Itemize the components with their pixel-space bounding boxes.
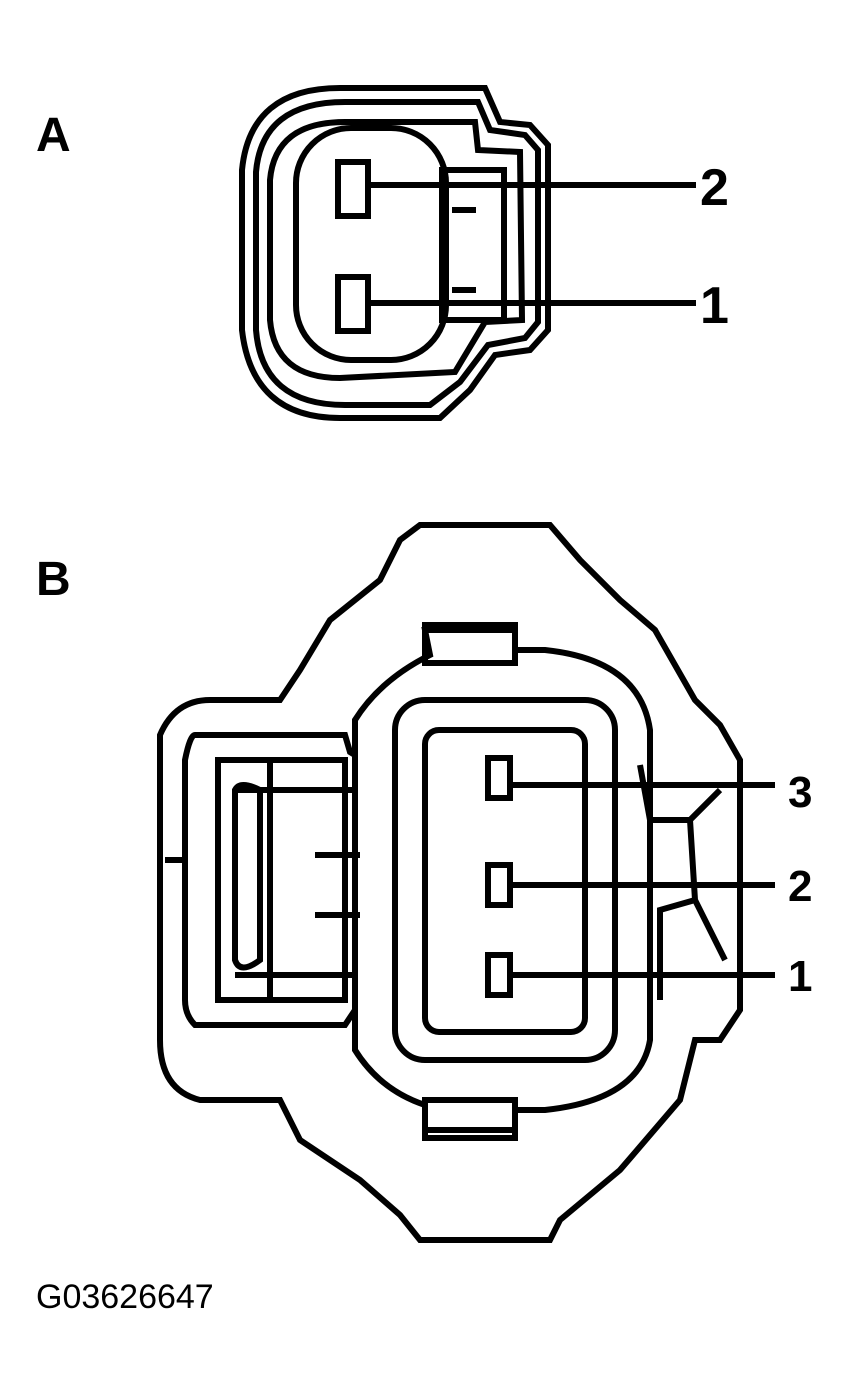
connector-b-body — [352, 627, 653, 1133]
connector-a-outer-shell — [239, 85, 551, 421]
connector-a-mid-shell — [253, 99, 541, 408]
connector-b-pin-3-terminal — [485, 755, 513, 801]
connector-b-pin-1-terminal — [485, 952, 513, 998]
connector-a-pin-2-label: 2 — [700, 159, 729, 217]
figure-id: G03626647 — [36, 1278, 214, 1316]
connector-b-pin-1-label: 1 — [788, 952, 813, 1001]
connector-a-cavity — [293, 125, 449, 363]
connector-b-drawing — [157, 522, 775, 1243]
connector-a-pin-1-terminal — [335, 274, 371, 334]
connector-b-right-lock — [637, 764, 728, 1000]
connector-b-key-top — [422, 622, 518, 666]
connector-b-outer-shell — [157, 522, 743, 1243]
connector-b-cavity-inner — [422, 727, 588, 1035]
connector-a-pin-1-label: 1 — [700, 277, 729, 335]
connector-b-label: B — [36, 553, 71, 606]
connector-a-latch — [439, 167, 507, 323]
connector-b-latch-inner — [232, 782, 355, 978]
connector-a-label: A — [36, 109, 71, 162]
connector-b-pin-2-terminal — [485, 862, 513, 908]
connector-a-inner-shell — [267, 119, 526, 382]
connector-a-pin-2-terminal — [335, 159, 371, 219]
connector-b-latch-housing — [215, 757, 348, 1003]
connector-b-cavity-outer — [392, 697, 618, 1063]
connector-b-mid-shell — [182, 732, 358, 1028]
connector-a-drawing — [239, 85, 696, 421]
connector-b-key-bottom — [422, 1097, 518, 1141]
connector-b-pin-3-label: 3 — [788, 768, 813, 817]
connector-b-pin-2-label: 2 — [788, 862, 813, 911]
